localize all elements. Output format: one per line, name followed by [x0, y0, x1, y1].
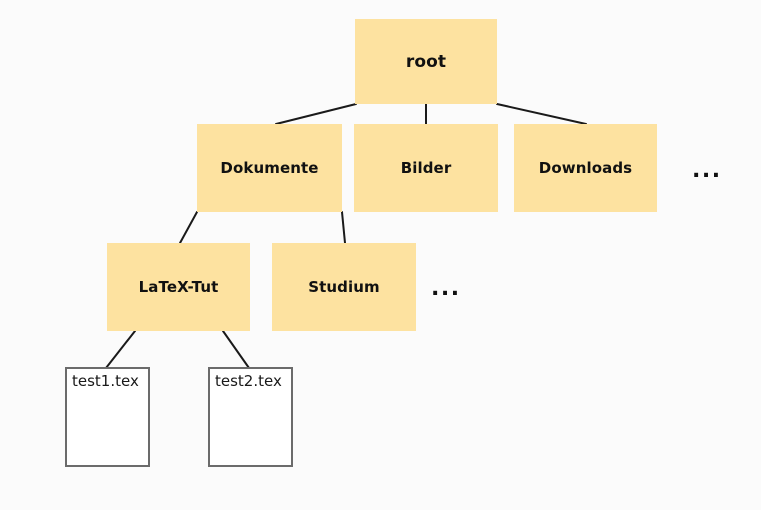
node-downloads[interactable]: Downloads [514, 124, 657, 212]
edge-root-dokumente [275, 103, 357, 125]
node-bilder-label: Bilder [400, 159, 452, 177]
node-test1-tex[interactable]: test1.tex [65, 367, 150, 467]
node-root[interactable]: root [355, 19, 497, 104]
ellipsis-row3: ... [431, 276, 461, 301]
edge-dokumente-latextut [179, 211, 198, 244]
edge-latextut-test2 [222, 330, 250, 369]
node-dokumente[interactable]: Dokumente [197, 124, 342, 212]
node-test2-tex[interactable]: test2.tex [208, 367, 293, 467]
node-studium[interactable]: Studium [272, 243, 416, 331]
node-downloads-label: Downloads [538, 159, 633, 177]
node-test2-tex-label: test2.tex [215, 372, 282, 390]
edge-latextut-test1 [105, 330, 136, 369]
node-bilder[interactable]: Bilder [354, 124, 498, 212]
node-studium-label: Studium [308, 278, 380, 296]
node-dokumente-label: Dokumente [220, 159, 319, 177]
node-test1-tex-label: test1.tex [72, 372, 139, 390]
node-latex-tut[interactable]: LaTeX-Tut [107, 243, 250, 331]
node-latex-tut-label: LaTeX-Tut [138, 278, 219, 296]
edge-root-downloads [496, 103, 587, 125]
node-root-label: root [405, 51, 447, 72]
ellipsis-row2: ... [692, 158, 722, 183]
edge-dokumente-studium [341, 211, 346, 244]
